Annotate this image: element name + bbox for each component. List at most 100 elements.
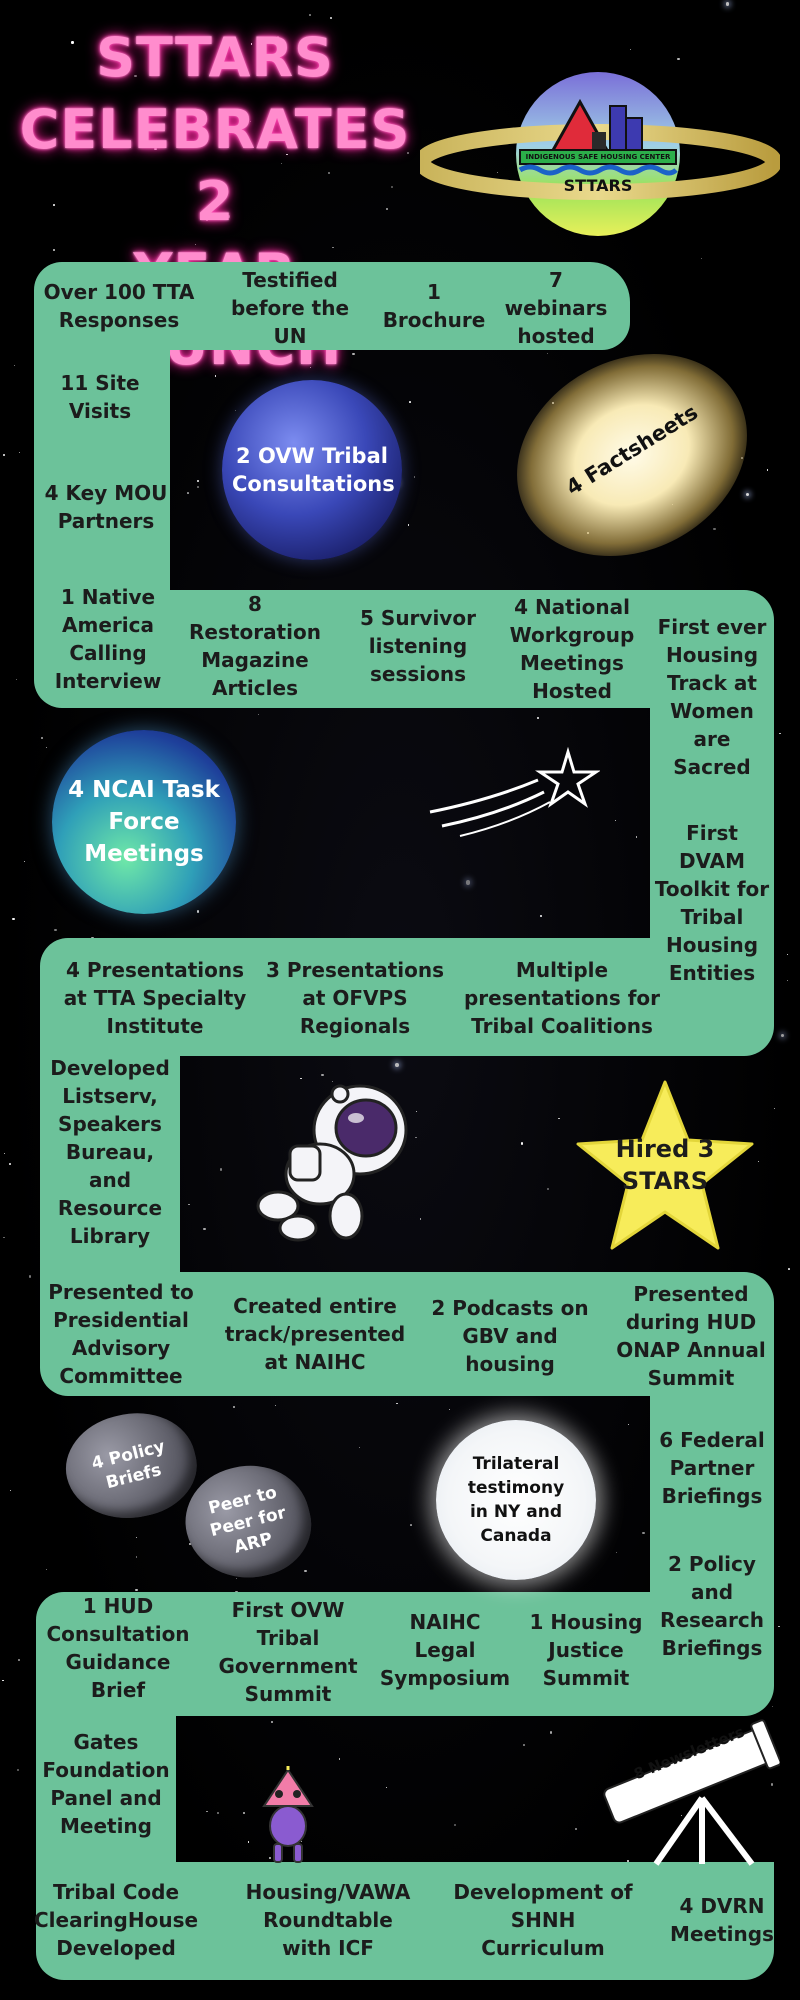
path-band-row1 [34,262,630,350]
path-band-right1 [650,700,774,960]
background-star [757,1160,760,1163]
background-star [351,352,355,356]
background-star [14,364,16,366]
background-star [203,1227,206,1231]
background-star [309,367,311,369]
background-star [2,1679,4,1682]
background-star [286,154,288,156]
background-star [304,1569,307,1573]
star-badge-label: Hired 3 STARS [615,1135,715,1195]
path-band-row2 [34,590,774,708]
background-star [774,1107,776,1109]
milestone-gates-foundation: Gates Foundation Panel and Meeting [42,1730,170,1838]
background-star [415,1110,418,1113]
milestone-testified-un: Testified before the UN [230,268,350,348]
background-star [453,1823,456,1826]
moon-trilateral-testimony: Trilateral testimony in NY and Canada [436,1420,596,1580]
background-star [214,375,217,378]
background-star [53,204,56,206]
background-star [243,1811,246,1814]
background-star [197,480,200,482]
background-star [135,1556,138,1558]
background-star [635,835,638,838]
background-star [12,917,15,921]
background-star [18,452,20,454]
background-star [330,16,332,19]
sttars-logo: INDIGENOUS SAFE HOUSING CENTER STTARS [414,66,782,246]
background-star [17,1768,20,1772]
background-star [395,1062,400,1067]
background-star [409,401,412,404]
background-star [238,132,241,134]
background-star [385,1786,387,1788]
background-star [745,492,749,496]
background-star [195,243,197,245]
background-star [134,74,137,77]
background-star [219,1168,223,1171]
planet-ovw-label: 2 OVW Tribal Consultations [232,444,395,496]
background-star [197,910,200,913]
milestone-housing-justice: 1 Housing Justice Summit [529,1610,643,1690]
background-star [396,1402,398,1405]
background-star [247,1841,250,1843]
background-star [54,928,57,932]
background-star [18,1659,21,1661]
background-star [536,717,539,720]
asteroid-policy-briefs: 4 Policy Briefs [55,1399,207,1533]
background-star [208,38,211,40]
milestone-national-workgroup: 4 National Workgroup Meetings Hosted [509,595,635,703]
background-star [615,1551,617,1553]
background-star [28,1275,31,1278]
background-star [328,171,331,175]
background-star [52,249,55,252]
background-star [786,979,788,981]
background-star [41,736,44,739]
background-star [10,1489,12,1492]
background-star [232,1406,235,1409]
path-band-row3 [40,938,774,1056]
background-star [235,1590,238,1593]
saturn-logo-icon [414,72,782,236]
telescope-icon [603,1719,780,1866]
background-star [277,36,280,39]
background-star [786,953,789,956]
moon-label: Trilateral testimony in NY and Canada [467,1454,565,1546]
background-star [321,1073,324,1076]
background-star [496,172,498,174]
background-star [91,936,94,940]
milestone-tribal-code: Tribal Code ClearingHouse Developed [33,1880,199,1960]
background-star [391,185,394,188]
background-star [46,746,48,748]
background-star [136,1537,138,1539]
background-star [332,246,334,249]
background-star [677,57,680,60]
path-band-row6 [36,1862,774,1980]
background-star [227,215,230,218]
background-star [614,820,616,822]
milestone-presidential-advisory: Presented to Presidential Advisory Commi… [48,1280,194,1388]
milestone-housing-track: First ever Housing Track at Women are Sa… [657,615,767,779]
background-star [558,1117,560,1120]
background-star [331,1081,333,1083]
background-star [197,486,199,488]
background-star [71,41,74,44]
path-band-left1 [34,340,170,600]
milestone-site-visits: 11 Site Visits [60,371,140,423]
background-star [270,1721,273,1724]
path-band-row5 [36,1592,774,1716]
milestone-ovw-summit: First OVW Tribal Government Summit [218,1598,358,1706]
background-star [250,43,253,45]
title-line-2: CELEBRATES 2 [19,98,411,233]
background-star [771,1705,773,1707]
background-star [338,1758,341,1760]
background-star [520,1142,523,1145]
background-star [630,48,632,50]
background-star [407,152,410,154]
alien-robot-icon [262,1766,314,1863]
background-star [2,1236,5,1239]
background-star [547,352,549,355]
background-star [235,1577,238,1580]
background-star [725,2,730,6]
background-star [549,1731,553,1734]
